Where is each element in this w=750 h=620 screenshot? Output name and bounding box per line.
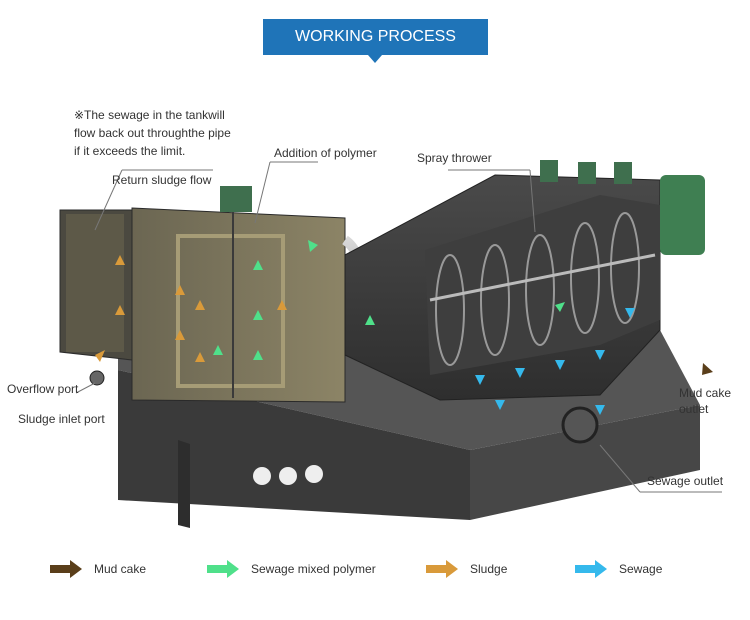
return-tank-inner bbox=[66, 214, 124, 352]
label-sludge-inlet-port: Sludge inlet port bbox=[18, 412, 105, 426]
legend-sewage: Sewage bbox=[575, 558, 662, 580]
label-sewage-outlet: Sewage outlet bbox=[647, 474, 724, 488]
sewage-outlet-pipe bbox=[561, 406, 599, 444]
note-line-3: if it exceeds the limit. bbox=[74, 144, 186, 158]
legend-sludge: Sludge bbox=[426, 558, 507, 580]
legend-label: Sludge bbox=[470, 562, 508, 576]
legend-label: Mud cake bbox=[94, 562, 147, 576]
spray-line bbox=[429, 253, 656, 302]
leader-spray-2 bbox=[529, 169, 536, 233]
arrow-right-icon bbox=[50, 560, 82, 578]
main-drive-motor bbox=[660, 175, 705, 255]
drive-motor-2 bbox=[578, 162, 596, 184]
leader-return-sludge-2 bbox=[94, 169, 123, 231]
title-pointer bbox=[368, 55, 382, 63]
label-overflow-port: Overflow port bbox=[7, 382, 79, 396]
base-side bbox=[470, 405, 700, 520]
base-hole-2 bbox=[279, 467, 297, 485]
mixer-motor bbox=[220, 186, 252, 212]
mud-cake-arrow bbox=[702, 363, 713, 375]
mixing-tank bbox=[131, 207, 346, 403]
sludge-inlet-pipe bbox=[89, 370, 105, 386]
note-line-2: flow back out throughthe pipe bbox=[74, 126, 231, 140]
screw-rings bbox=[435, 212, 640, 366]
leader-sewage-outlet bbox=[599, 444, 641, 493]
leader-overflow bbox=[75, 382, 96, 394]
polymer-flow-arrows bbox=[213, 240, 565, 360]
label-addition-of-polymer: Addition of polymer bbox=[274, 146, 377, 160]
base-leg bbox=[178, 440, 190, 528]
base-hole-3 bbox=[305, 465, 323, 483]
base-hole-1 bbox=[253, 467, 271, 485]
drive-motor-1 bbox=[540, 160, 558, 182]
note-line-1: ※The sewage in the tankwill bbox=[74, 108, 225, 122]
sludge-flow-arrows bbox=[95, 255, 287, 362]
base-front bbox=[118, 370, 470, 520]
sewage-flow-arrows bbox=[475, 308, 635, 415]
page-title: WORKING PROCESS bbox=[263, 19, 488, 55]
label-mud-cake-outlet-2: outlet bbox=[679, 402, 709, 416]
mixing-tank-frame bbox=[176, 234, 285, 388]
arrow-right-icon bbox=[207, 560, 239, 578]
legend-label: Sewage mixed polymer bbox=[251, 562, 376, 576]
legend-label: Sewage bbox=[619, 562, 663, 576]
arrow-right-icon bbox=[426, 560, 458, 578]
legend-mud-cake: Mud cake bbox=[50, 558, 146, 580]
arrow-right-icon bbox=[575, 560, 607, 578]
overflow-note: ※The sewage in the tankwill flow back ou… bbox=[74, 106, 249, 160]
label-spray-thrower: Spray thrower bbox=[417, 151, 492, 165]
legend-sewage-mixed-polymer: Sewage mixed polymer bbox=[207, 558, 376, 580]
leader-polymer-2 bbox=[254, 161, 271, 224]
label-mud-cake-outlet: Mud cake bbox=[679, 386, 732, 400]
drive-motor-3 bbox=[614, 162, 632, 184]
label-return-sludge-flow: Return sludge flow bbox=[112, 173, 212, 187]
